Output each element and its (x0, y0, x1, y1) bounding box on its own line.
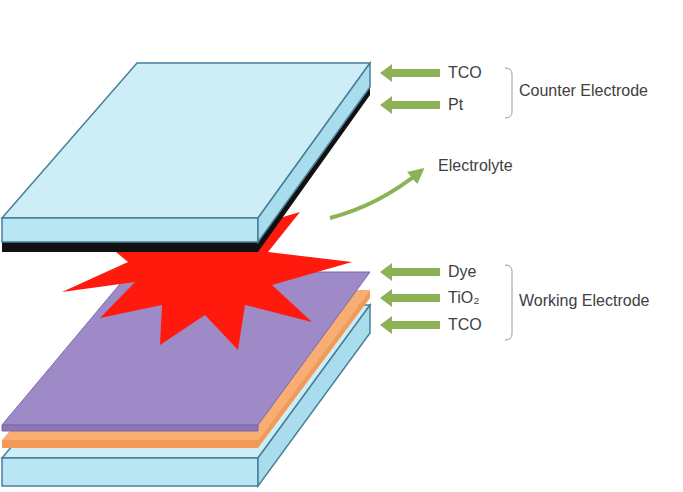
electrolyte-arrow (330, 170, 422, 218)
group-label: Working Electrode (519, 291, 649, 310)
layer-label: Pt (448, 95, 463, 114)
layer-label: TiO₂ (448, 288, 479, 307)
counter-tco-layer (2, 63, 370, 242)
group-brackets (505, 68, 512, 340)
layer-label: Electrolyte (438, 156, 513, 175)
layer-label: Dye (448, 262, 476, 281)
group-label: Counter Electrode (519, 81, 648, 100)
layer-label: TCO (448, 63, 482, 82)
layer-label: TCO (448, 315, 482, 334)
pointer-arrows (380, 64, 440, 334)
